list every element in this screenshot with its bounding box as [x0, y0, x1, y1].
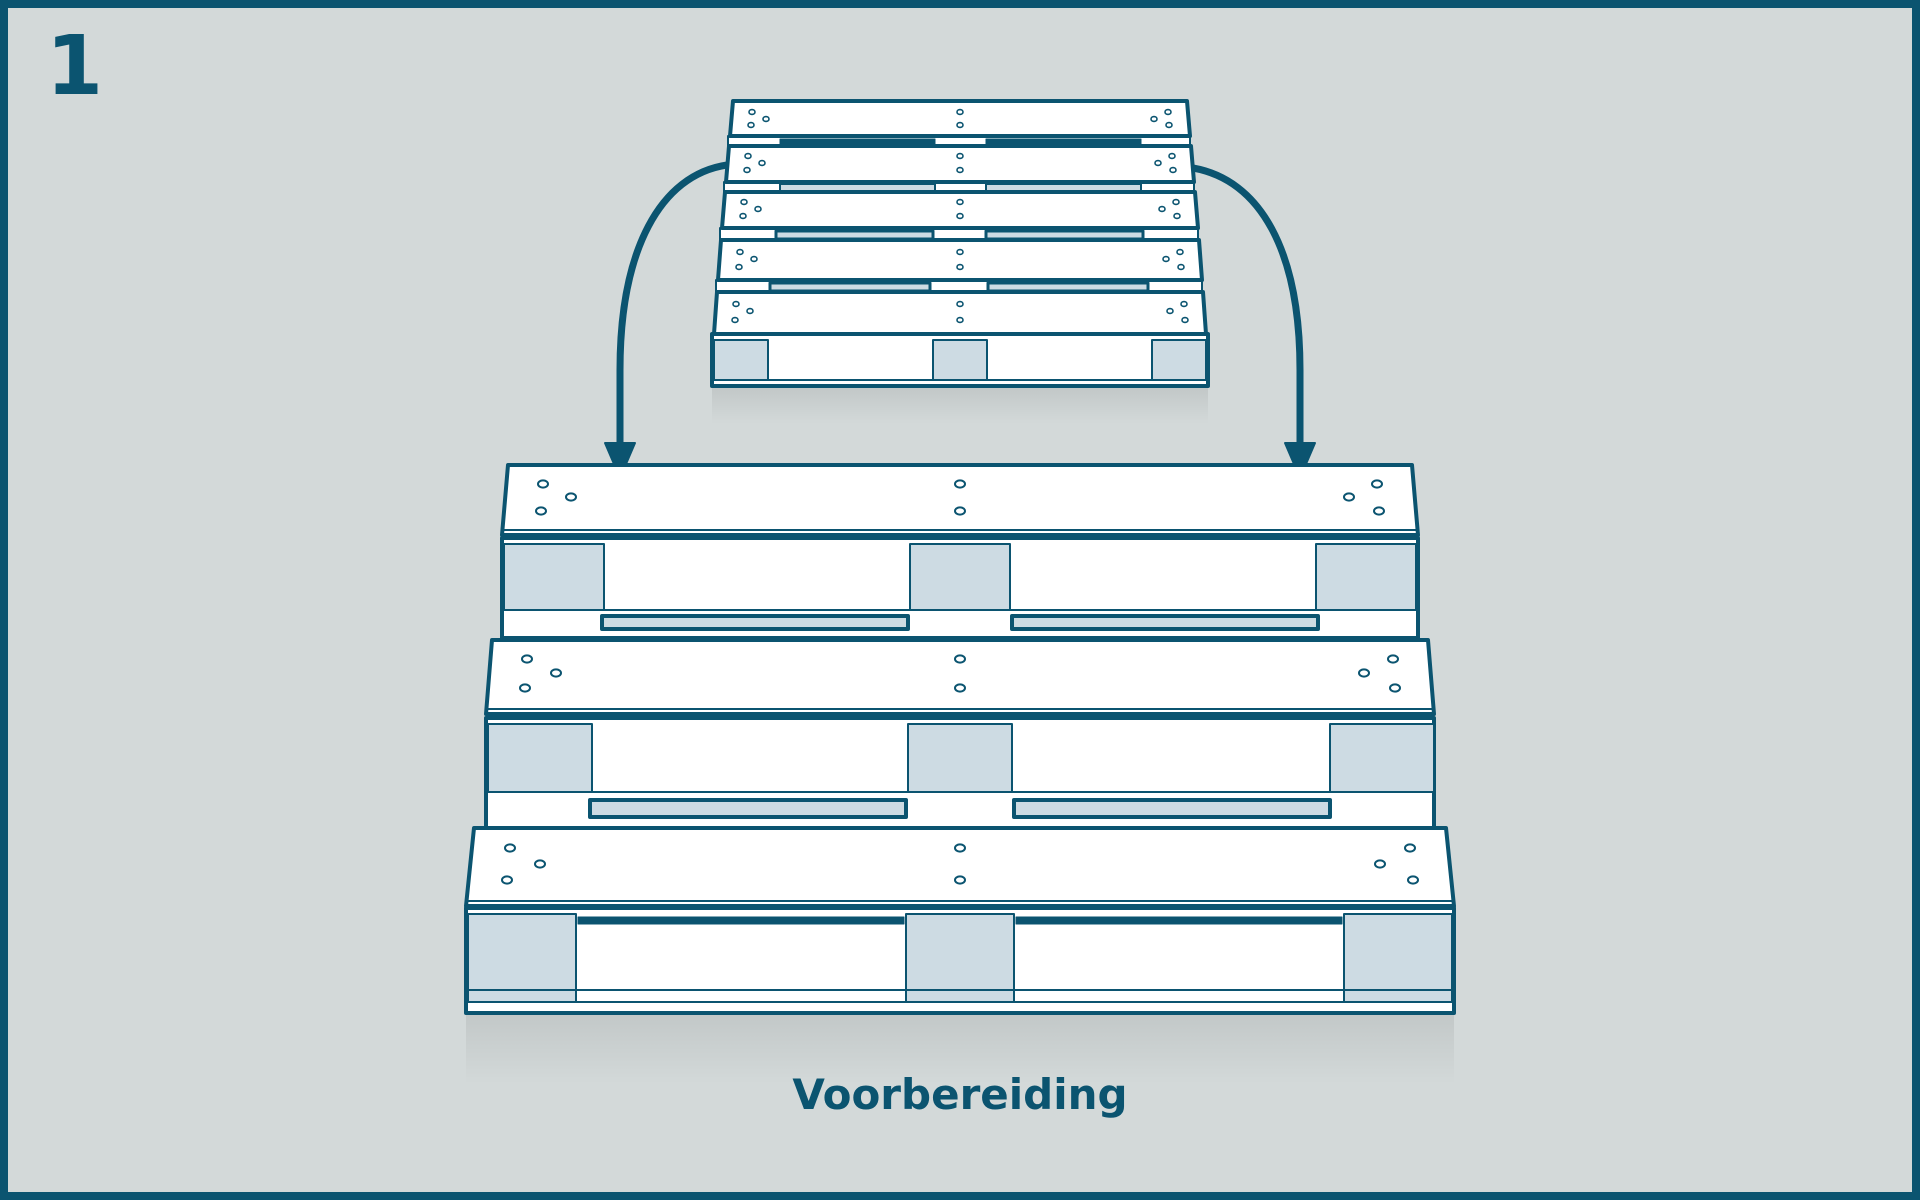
pallet-illustration: [464, 99, 1456, 1084]
caption-title: Voorbereiding: [792, 1070, 1128, 1119]
arrow-right-icon: [1192, 164, 1316, 479]
nail-group: [501, 479, 1419, 885]
nail-group: [731, 108, 1189, 324]
arrow-left-icon: [604, 161, 728, 479]
large-pallet-stack: [464, 463, 1456, 1084]
small-pallet-stack: [710, 99, 1210, 424]
step-number: 1: [46, 19, 104, 114]
